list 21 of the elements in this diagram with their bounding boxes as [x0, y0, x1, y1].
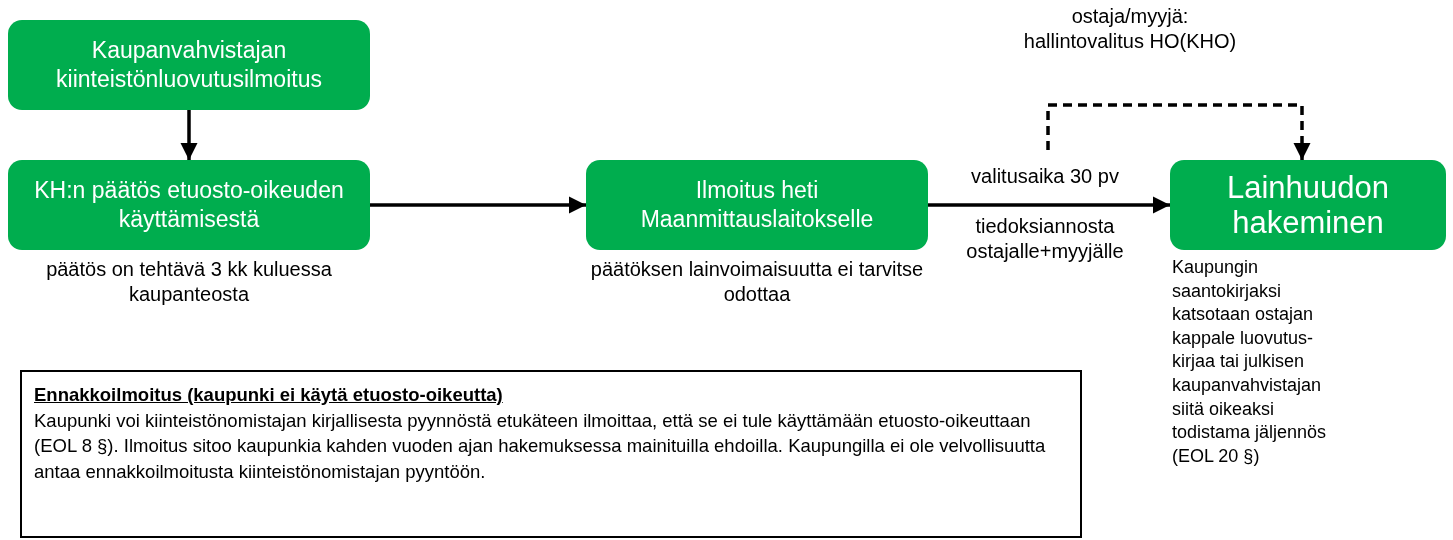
process-box [586, 160, 928, 250]
process-box [1170, 160, 1446, 250]
annotation-text: päätös on tehtävä 3 kk kuluessa kaupanteosta [45, 257, 333, 307]
dashed-arrow [1046, 103, 1311, 160]
edge-label: valitusaika 30 pv [970, 164, 1120, 189]
edge-label: ostaja/myyjä: hallintovalitus HO(KHO) [1022, 4, 1238, 54]
box-label: Kaupanvahvistajan kiinteistönluovutusilmoitus [55, 36, 323, 94]
process-box [8, 20, 370, 110]
arrow [180, 110, 198, 160]
box-label: KH:n päätös etuosto-oikeuden käyttämisestä [33, 176, 345, 234]
note-text: Kaupunki voi kiinteistönomistajan kirjallisesta pyynnöstä etukäteen ilmoittaa, että se ei tule käyttämään etuosto-oikeuttaan (EOL 8 §). Ilmoitus sitoo kaupunkia kahden vuoden ajan hakemuksessa mainituilla ehdoilla. Kaupungilla ei ole velvollisuutta antaa ennakkoilmoitusta kiinteistönomistajan pyyntöön. [34, 408, 1047, 484]
process-box [8, 160, 370, 250]
note-heading: Ennakkoilmoitus (kaupunki ei käytä etuosto-oikeutta) [34, 383, 503, 407]
edge-note: tiedoksiannosta ostajalle+myyjälle [965, 214, 1125, 264]
box-label: Ilmoitus heti Maanmittauslaitokselle [639, 176, 875, 234]
annotation-text: päätöksen lainvoimaisuutta ei tarvitse odottaa [589, 257, 925, 307]
box-label: Lainhuudon hakeminen [1225, 170, 1391, 240]
arrow [928, 196, 1170, 214]
annotation-text: Kaupungin saantokirjaksi katsotaan ostajan kappale luovutus-kirjaa tai julkisen kaupanvahvistajan siitä oikeaksi todistama jäljennös (EOL 20 §) [1172, 256, 1328, 468]
note-box [20, 370, 1082, 538]
arrow [370, 196, 586, 214]
